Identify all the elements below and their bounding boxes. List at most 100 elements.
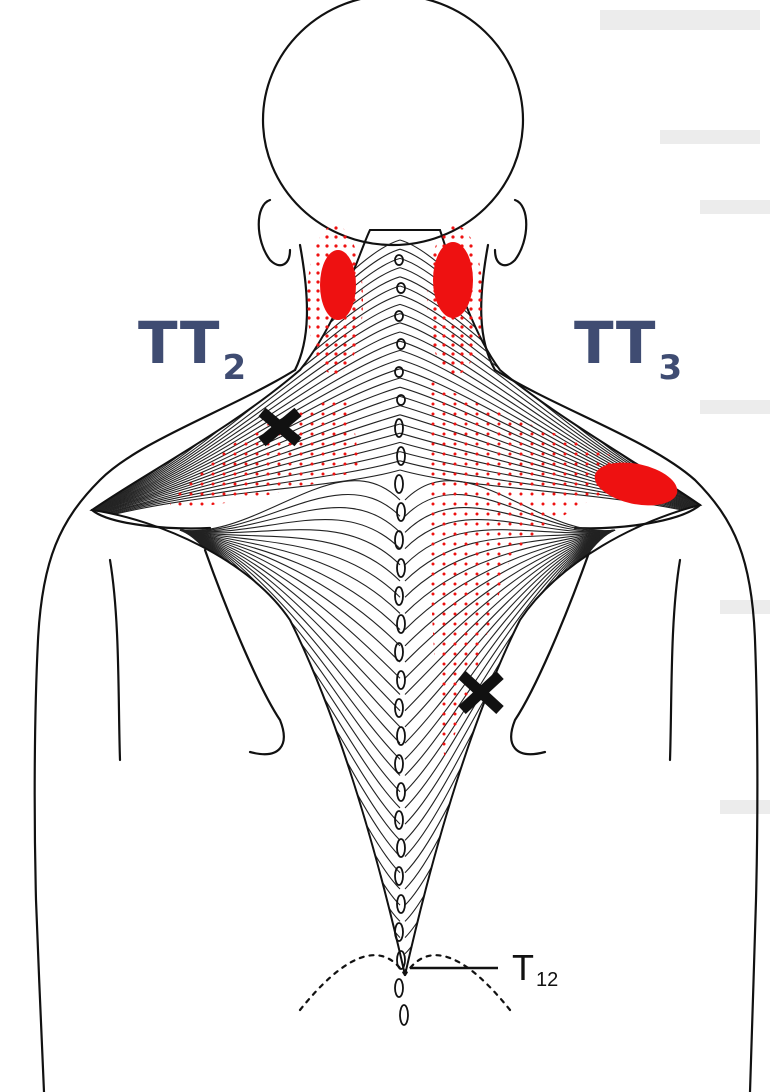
vertebra <box>394 366 404 378</box>
muscle-fiber <box>179 529 401 890</box>
muscle-fiber <box>404 529 616 744</box>
muscle-fiber <box>179 529 401 695</box>
muscle-fiber <box>179 529 401 663</box>
trigger-point-x-icon <box>458 670 504 715</box>
trigger-point-x-icon <box>258 407 302 447</box>
muscle-fiber <box>92 322 401 508</box>
muscle-fiber <box>179 529 401 776</box>
vertebra <box>394 698 404 718</box>
muscle-fiber <box>179 529 401 744</box>
muscle-fiber <box>179 480 401 532</box>
label-tt3-sub: 3 <box>658 348 684 388</box>
vertebra <box>396 950 406 970</box>
muscle-fiber <box>179 529 401 760</box>
muscle-fiber <box>404 529 616 793</box>
muscle-fiber <box>92 313 401 507</box>
vertebra <box>396 670 406 690</box>
vertebra <box>394 586 404 606</box>
vertebra <box>396 726 406 746</box>
muscle-fiber <box>179 529 401 712</box>
muscle-fiber <box>179 529 401 841</box>
muscle-fiber <box>179 529 401 971</box>
muscle-fiber <box>404 529 616 776</box>
muscle-fiber <box>179 529 401 631</box>
vertebra <box>394 474 404 494</box>
vertebra <box>394 418 404 438</box>
label-tt2: TT2 <box>138 314 247 385</box>
lower-back-right <box>403 954 512 1012</box>
muscle-fiber <box>179 529 401 955</box>
muscle-fiber <box>179 529 401 857</box>
label-tt2-main: TT <box>138 309 221 377</box>
vertebra <box>394 978 404 998</box>
background-page-text <box>600 10 770 814</box>
muscle-fiber <box>404 529 616 712</box>
muscle-fiber <box>179 507 401 533</box>
neck-left <box>293 243 309 372</box>
muscle-fiber <box>404 529 616 679</box>
left-acromion <box>90 508 212 530</box>
muscle-fiber <box>179 529 401 922</box>
vertebra <box>396 894 406 914</box>
muscle-fiber <box>179 529 401 647</box>
label-t12-sub: 12 <box>536 969 559 991</box>
muscle-fiber <box>179 529 401 582</box>
lower-back-left <box>298 954 407 1012</box>
muscle-fiber <box>404 529 616 663</box>
right-arm-crease <box>668 558 682 762</box>
pain-zone-right-neck-solid <box>433 242 473 318</box>
vertebra <box>394 810 404 830</box>
left-shoulder <box>33 368 297 1092</box>
label-tt3-main: TT <box>574 309 657 377</box>
muscle-fiber <box>179 519 401 550</box>
body-outline <box>33 0 759 1092</box>
vertebra <box>394 922 404 942</box>
pain-zone-left-shoulder-dots <box>170 395 360 510</box>
vertebra <box>396 338 406 350</box>
label-tt2-sub: 2 <box>222 348 248 388</box>
label-t12-main: T <box>512 947 534 988</box>
left-arm-crease <box>108 558 122 762</box>
muscle-fiber <box>404 529 616 728</box>
head-outline <box>261 0 525 247</box>
muscle-fiber <box>92 340 401 510</box>
spine-vertebrae <box>394 254 409 1026</box>
muscle-fiber <box>179 529 401 566</box>
vertebra <box>396 282 406 294</box>
vertebra <box>396 502 406 522</box>
label-tt3: TT3 <box>574 314 683 385</box>
right-scapula <box>510 548 592 756</box>
muscle-fiber <box>179 494 401 532</box>
pain-zone-right-shoulder-solid <box>594 462 678 506</box>
vertebra <box>396 614 406 634</box>
vertebra <box>396 558 406 578</box>
muscle-fiber <box>179 529 401 679</box>
left-scapula <box>203 548 285 756</box>
vertebra <box>396 394 406 406</box>
referred-pain-zones <box>170 225 678 760</box>
vertebra <box>396 838 406 858</box>
pain-zone-left-neck-solid <box>320 250 356 320</box>
muscle-fiber <box>404 529 616 760</box>
vertebra <box>394 310 404 322</box>
vertebra <box>394 754 404 774</box>
muscle-fiber <box>404 529 616 695</box>
pain-zone-right-back-dots <box>430 380 640 760</box>
vertebra <box>396 782 406 802</box>
vertebra <box>394 254 404 266</box>
muscle-fiber <box>179 529 401 728</box>
muscle-fiber <box>179 529 401 614</box>
vertebra <box>394 866 404 886</box>
muscle-fiber <box>179 529 401 874</box>
left-ear <box>257 198 292 267</box>
muscle-fiber <box>179 529 401 938</box>
vertebra <box>399 1004 409 1026</box>
vertebra <box>396 446 406 466</box>
right-shoulder <box>493 368 759 1092</box>
right-ear <box>493 198 528 267</box>
muscle-fiber <box>92 349 401 511</box>
vertebra <box>394 530 404 550</box>
